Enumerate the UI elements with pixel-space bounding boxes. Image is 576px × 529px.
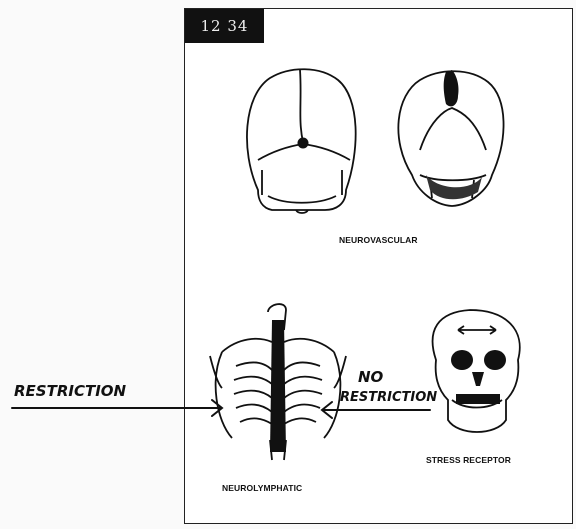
no-annotation: NO: [358, 368, 383, 386]
skull-nose: [472, 372, 484, 386]
neurovascular-label: NEUROVASCULAR: [339, 235, 418, 245]
skull-teeth: [456, 394, 500, 404]
neurolymphatic-label: NEUROLYMPHATIC: [222, 483, 302, 493]
skull-eye-right: [484, 350, 506, 370]
neurovascular-point-posterior: [298, 138, 309, 149]
neurovascular-point-crown: [444, 70, 459, 106]
restriction-arrow: [12, 400, 222, 416]
stress-receptor-label: STRESS RECEPTOR: [426, 455, 511, 465]
no-restriction-annotation: RESTRICTION: [340, 390, 437, 405]
skull-frontal-illustration: [433, 310, 520, 432]
ribcage-spine: [270, 320, 286, 452]
restriction-annotation: RESTRICTION: [14, 382, 126, 400]
skull-eye-left: [451, 350, 473, 370]
